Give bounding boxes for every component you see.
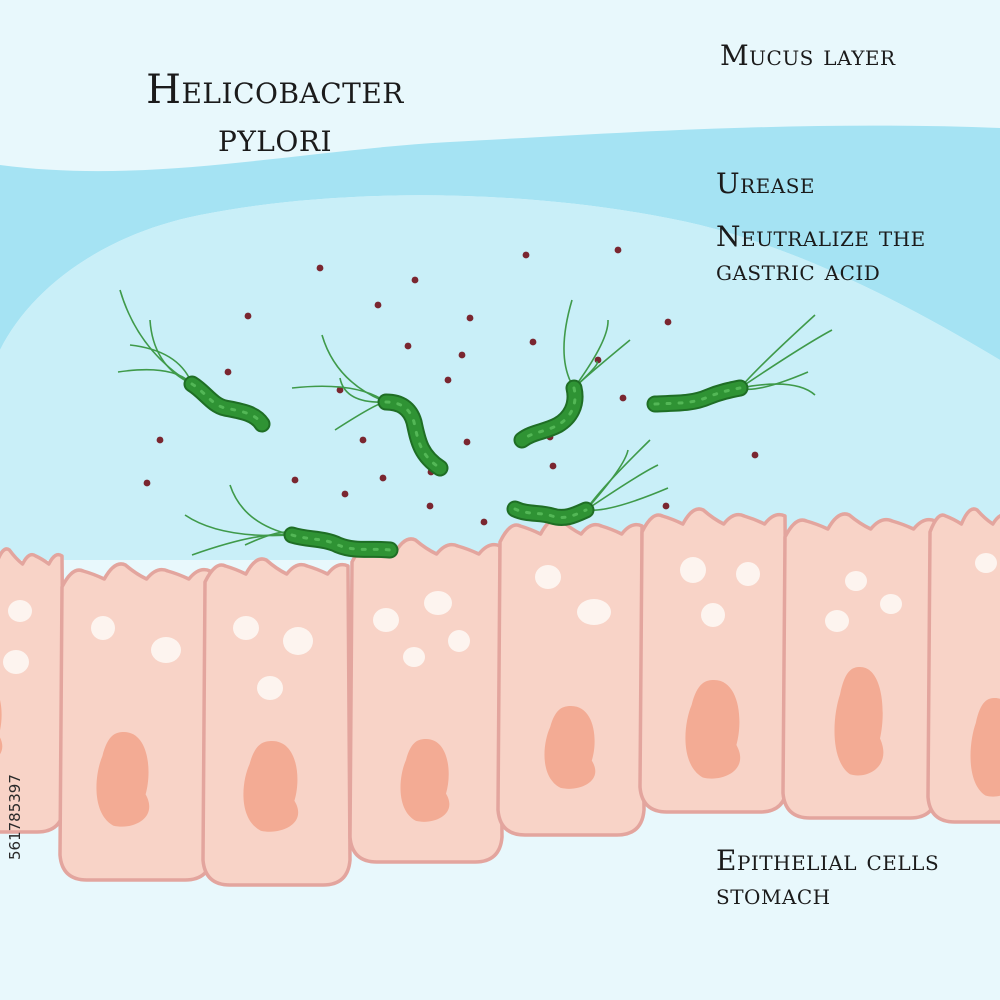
cell-granule bbox=[680, 557, 706, 583]
cell-granule bbox=[825, 610, 849, 632]
mucus-layer bbox=[0, 125, 1000, 560]
cell-granule bbox=[975, 553, 997, 573]
urease-dot bbox=[336, 386, 344, 394]
cell-granule bbox=[424, 591, 452, 615]
cell-nucleus bbox=[544, 706, 596, 789]
cell-granule bbox=[3, 650, 29, 674]
urease-dot bbox=[549, 462, 557, 470]
flagellum bbox=[585, 449, 629, 511]
diagram-title: Helicobacter pylori bbox=[125, 66, 425, 162]
urease-dot bbox=[379, 474, 387, 482]
mucus-inner bbox=[0, 195, 1000, 560]
bacterium-highlight bbox=[520, 386, 577, 442]
bacterium-highlight bbox=[384, 400, 442, 470]
cell-granule bbox=[577, 599, 611, 625]
cell-granule bbox=[91, 616, 115, 640]
bacterium bbox=[184, 484, 399, 559]
cell-granule bbox=[880, 594, 902, 614]
urease-dot bbox=[664, 318, 672, 326]
urease-dot bbox=[463, 438, 471, 446]
cell-granule bbox=[257, 676, 283, 700]
urease-dot bbox=[359, 436, 367, 444]
flagellum bbox=[585, 464, 659, 511]
flagellum bbox=[184, 514, 293, 537]
epithelial-cell bbox=[496, 517, 646, 837]
mucus-layer-label: Mucus layer bbox=[720, 39, 896, 72]
urease-dot bbox=[316, 264, 324, 272]
urease-dot bbox=[244, 312, 252, 320]
cell-nucleus bbox=[400, 739, 450, 822]
cell-granule bbox=[535, 565, 561, 589]
flagellum bbox=[573, 319, 609, 389]
mucus-band bbox=[0, 125, 1000, 360]
urease-dot bbox=[458, 351, 466, 359]
epithelial-cells bbox=[0, 507, 1000, 887]
urease-dot bbox=[156, 436, 164, 444]
flagellum bbox=[739, 383, 816, 396]
epithelial-label: Epithelial cells stomach bbox=[716, 844, 939, 912]
bacterium bbox=[291, 334, 449, 477]
urease-dot bbox=[522, 251, 530, 259]
bacterium-body bbox=[648, 381, 747, 411]
urease-dot bbox=[291, 476, 299, 484]
bacterium bbox=[646, 314, 833, 413]
epithelial-label-line-2: stomach bbox=[716, 878, 831, 911]
urease-particles bbox=[143, 246, 759, 526]
urease-label: Urease bbox=[716, 167, 815, 200]
cell-nucleus bbox=[0, 700, 3, 755]
urease-dot bbox=[341, 490, 349, 498]
cell-granule bbox=[233, 616, 259, 640]
epithelial-cell bbox=[58, 562, 214, 882]
cell-granule bbox=[283, 627, 313, 655]
bacterium bbox=[506, 439, 669, 526]
flagellum bbox=[321, 334, 387, 403]
title-line-2: pylori bbox=[217, 115, 332, 161]
bacteria-group bbox=[117, 289, 833, 559]
cell-granule bbox=[151, 637, 181, 663]
cell-granule bbox=[448, 630, 470, 652]
urease-dot bbox=[444, 376, 452, 384]
cell-granule bbox=[701, 603, 725, 627]
urease-dot bbox=[619, 394, 627, 402]
urease-dot bbox=[751, 451, 759, 459]
cell-granule bbox=[8, 600, 32, 622]
urease-dot bbox=[426, 502, 434, 510]
urease-dot bbox=[480, 518, 488, 526]
urease-dot bbox=[466, 314, 474, 322]
urease-dot bbox=[143, 479, 151, 487]
urease-dot bbox=[662, 502, 670, 510]
cell-granule bbox=[403, 647, 425, 667]
bacterium-highlight bbox=[290, 533, 392, 552]
urease-dot bbox=[224, 368, 232, 376]
stock-id: 561785397 bbox=[6, 774, 24, 860]
title-line-1: Helicobacter bbox=[146, 67, 404, 113]
epithelial-label-line-1: Epithelial cells bbox=[716, 844, 940, 877]
flagellum bbox=[739, 329, 833, 389]
bacterium-highlight bbox=[513, 507, 588, 519]
neutralize-label: Neutralize the gastric acid bbox=[716, 220, 926, 288]
urease-dot bbox=[374, 301, 382, 309]
urease-dot bbox=[614, 246, 622, 254]
bacterium bbox=[117, 289, 271, 433]
cell-nucleus bbox=[96, 732, 150, 827]
cell-nucleus bbox=[243, 741, 299, 832]
epithelial-cell bbox=[201, 557, 352, 887]
cell-granule bbox=[736, 562, 760, 586]
urease-dot bbox=[404, 342, 412, 350]
cell-granule bbox=[373, 608, 399, 632]
bacterium bbox=[513, 299, 631, 449]
cell-nucleus bbox=[970, 698, 1000, 797]
cell-granule bbox=[845, 571, 867, 591]
epithelial-cell bbox=[781, 512, 939, 820]
bacterium-highlight bbox=[190, 382, 264, 426]
urease-dot bbox=[529, 338, 537, 346]
urease-dot bbox=[411, 276, 419, 284]
cell-nucleus bbox=[834, 667, 884, 776]
cell-nucleus bbox=[685, 680, 741, 779]
neutralize-label-line-2: gastric acid bbox=[716, 254, 881, 287]
neutralize-label-line-1: Neutralize the bbox=[716, 220, 926, 253]
